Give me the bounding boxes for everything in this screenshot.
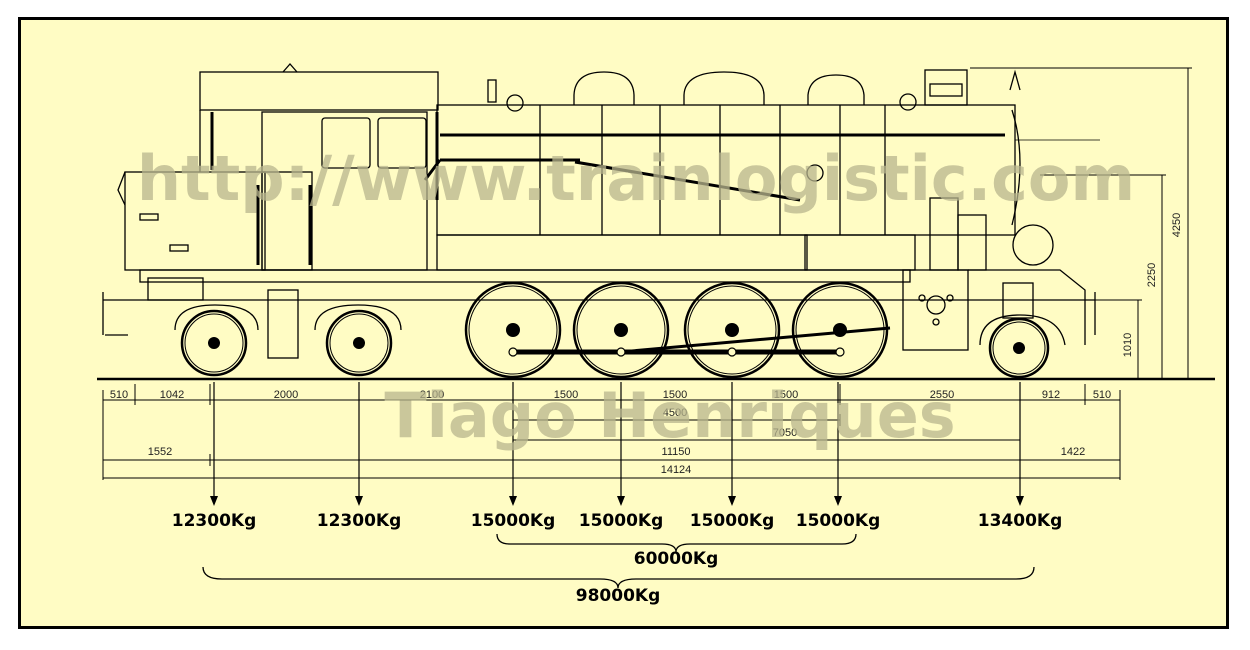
- load-arrowhead-1: [210, 496, 218, 506]
- wheel-rim: [576, 285, 666, 375]
- wheel-hub: [614, 323, 628, 337]
- dim-seg-1: 1042: [160, 389, 184, 401]
- wheel-rim: [329, 313, 389, 373]
- adhesive-weight: 60000Kg: [634, 549, 719, 569]
- dim-overall-length: 14124: [661, 464, 692, 476]
- watermark-url: http://www.trainlogistic.com: [137, 142, 1135, 215]
- crank-pin: [508, 347, 518, 357]
- axle-load-4: 15000Kg: [579, 511, 664, 531]
- load-arrowhead-3: [509, 496, 517, 506]
- dim-seg-0: 510: [110, 389, 128, 401]
- total-weight: 98000Kg: [576, 586, 661, 606]
- dim-height-total: 4250: [1171, 213, 1183, 237]
- crank-pin: [727, 347, 737, 357]
- dim-right-overhang: 1422: [1061, 446, 1085, 458]
- watermark-author: Tiago Henriques: [384, 379, 955, 452]
- dim-wheelbase-total: 11150: [662, 446, 691, 458]
- axle-load-5: 15000Kg: [690, 511, 775, 531]
- dim-seg-7: 2550: [930, 389, 954, 401]
- wheel-hub: [833, 323, 847, 337]
- driving-wheel-2: [572, 281, 670, 379]
- axle-load-3: 15000Kg: [471, 511, 556, 531]
- carrying-wheel-3: [988, 317, 1050, 379]
- dim-seg-8: 912: [1042, 389, 1060, 401]
- dim-seg-3: 2100: [420, 389, 444, 401]
- brace-adhesive: [496, 533, 857, 553]
- dim-seg-5: 1500: [663, 389, 687, 401]
- load-arrowhead-4: [617, 496, 625, 506]
- axle-load-7: 13400Kg: [978, 511, 1063, 531]
- driving-wheel-4: [791, 281, 889, 379]
- axle-load-2: 12300Kg: [317, 511, 402, 531]
- wheel-rim: [184, 313, 244, 373]
- wheel-rim: [992, 321, 1046, 375]
- carrying-wheel-2: [325, 309, 393, 377]
- wheel-hub: [1013, 342, 1025, 354]
- dim-height-buffer: 1010: [1122, 333, 1134, 357]
- load-arrowhead-7: [1016, 496, 1024, 506]
- load-arrowhead-6: [834, 496, 842, 506]
- boiler: [423, 104, 1100, 271]
- dim-coupled-wheelbase: 4500: [663, 407, 687, 419]
- crank-pin: [835, 347, 845, 357]
- wheel-rim: [687, 285, 777, 375]
- domes: [282, 63, 1021, 112]
- driving-wheel-1: [464, 281, 562, 379]
- load-arrowhead-5: [728, 496, 736, 506]
- wheel-hub: [353, 337, 365, 349]
- dim-height-boiler: 2250: [1146, 263, 1158, 287]
- dim-seg-4: 1500: [554, 389, 578, 401]
- wheelset: [180, 281, 1050, 379]
- wheel-rim: [795, 285, 885, 375]
- wheel-rim: [468, 285, 558, 375]
- dim-seg-9: 510: [1093, 389, 1111, 401]
- dim-left-overhang: 1552: [148, 446, 172, 458]
- height-dimensions: [970, 67, 1192, 378]
- carrying-wheel-1: [180, 309, 248, 377]
- wheel-hub: [725, 323, 739, 337]
- load-arrowhead-2: [355, 496, 363, 506]
- dim-rigid-span: 7050: [773, 427, 797, 439]
- length-dimension-lines: [102, 390, 1121, 480]
- dim-seg-6: 1500: [774, 389, 798, 401]
- brace-total: [202, 566, 1035, 589]
- crank-pin: [616, 347, 626, 357]
- underframe: [102, 269, 1096, 359]
- axle-load-6: 15000Kg: [796, 511, 881, 531]
- axle-load-1: 12300Kg: [172, 511, 257, 531]
- load-arrows: [210, 382, 1024, 506]
- wheel-hub: [208, 337, 220, 349]
- wheel-hub: [506, 323, 520, 337]
- dim-seg-2: 2000: [274, 389, 298, 401]
- driving-wheel-3: [683, 281, 781, 379]
